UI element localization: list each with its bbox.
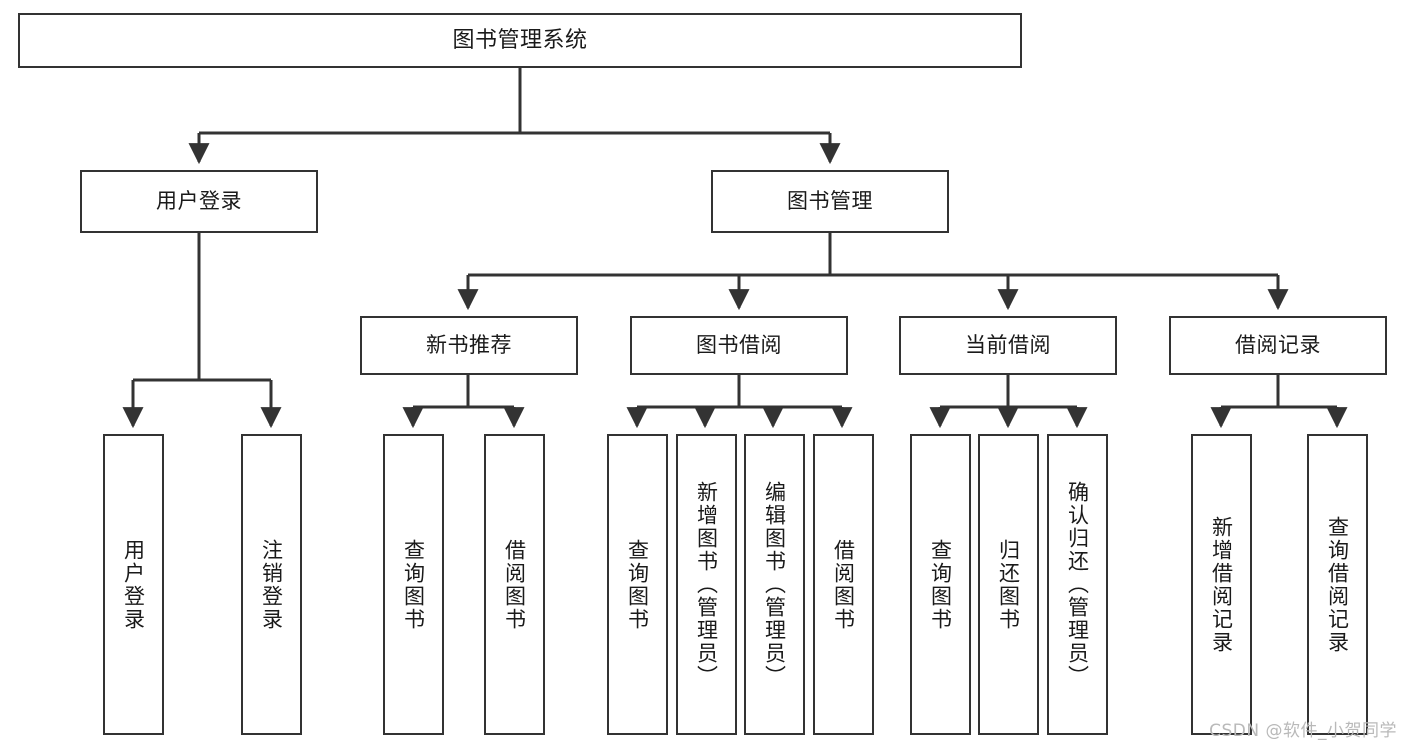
leaf-logout[interactable]: 注销登录 — [241, 434, 302, 735]
leaf-query-book-borrow[interactable]: 查询图书 — [607, 434, 668, 735]
node-current-borrow[interactable]: 当前借阅 — [899, 316, 1117, 375]
leaf-query-book-current[interactable]: 查询图书 — [910, 434, 971, 735]
node-label: 查询图书 — [401, 538, 426, 631]
node-label: 图书管理系统 — [452, 27, 588, 53]
leaf-return-book[interactable]: 归还图书 — [978, 434, 1039, 735]
node-label: 归还图书 — [996, 538, 1021, 631]
node-borrow-record[interactable]: 借阅记录 — [1169, 316, 1387, 375]
leaf-add-book-admin[interactable]: 新增图书（管理员） — [676, 434, 737, 735]
node-label: 图书管理 — [787, 189, 873, 214]
node-label: 查询借阅记录 — [1325, 515, 1350, 654]
leaf-add-borrow-record[interactable]: 新增借阅记录 — [1191, 434, 1252, 735]
node-user-login[interactable]: 用户登录 — [80, 170, 318, 233]
node-label: 编辑图书（管理员） — [762, 481, 787, 688]
node-label: 用户登录 — [121, 538, 146, 631]
node-book-borrow[interactable]: 图书借阅 — [630, 316, 848, 375]
leaf-borrow-book-recommend[interactable]: 借阅图书 — [484, 434, 545, 735]
node-label: 注销登录 — [259, 538, 284, 631]
node-label: 新增借阅记录 — [1209, 515, 1234, 654]
node-label: 新增图书（管理员） — [694, 481, 719, 688]
node-label: 当前借阅 — [965, 333, 1051, 358]
watermark-text: CSDN @软件_小贺同学 — [1209, 721, 1397, 741]
leaf-user-login[interactable]: 用户登录 — [103, 434, 164, 735]
node-book-management[interactable]: 图书管理 — [711, 170, 949, 233]
leaf-borrow-book[interactable]: 借阅图书 — [813, 434, 874, 735]
leaf-edit-book-admin[interactable]: 编辑图书（管理员） — [744, 434, 805, 735]
node-label: 用户登录 — [156, 189, 242, 214]
node-root-book-management-system[interactable]: 图书管理系统 — [18, 13, 1022, 68]
node-label: 查询图书 — [625, 538, 650, 631]
node-label: 借阅记录 — [1235, 333, 1321, 358]
leaf-confirm-return-admin[interactable]: 确认归还（管理员） — [1047, 434, 1108, 735]
node-label: 新书推荐 — [426, 333, 512, 358]
leaf-query-book-recommend[interactable]: 查询图书 — [383, 434, 444, 735]
node-label: 确认归还（管理员） — [1065, 481, 1090, 688]
node-new-book-recommend[interactable]: 新书推荐 — [360, 316, 578, 375]
node-label: 图书借阅 — [696, 333, 782, 358]
node-label: 借阅图书 — [502, 538, 527, 631]
leaf-query-borrow-record[interactable]: 查询借阅记录 — [1307, 434, 1368, 735]
node-label: 查询图书 — [928, 538, 953, 631]
node-label: 借阅图书 — [831, 538, 856, 631]
